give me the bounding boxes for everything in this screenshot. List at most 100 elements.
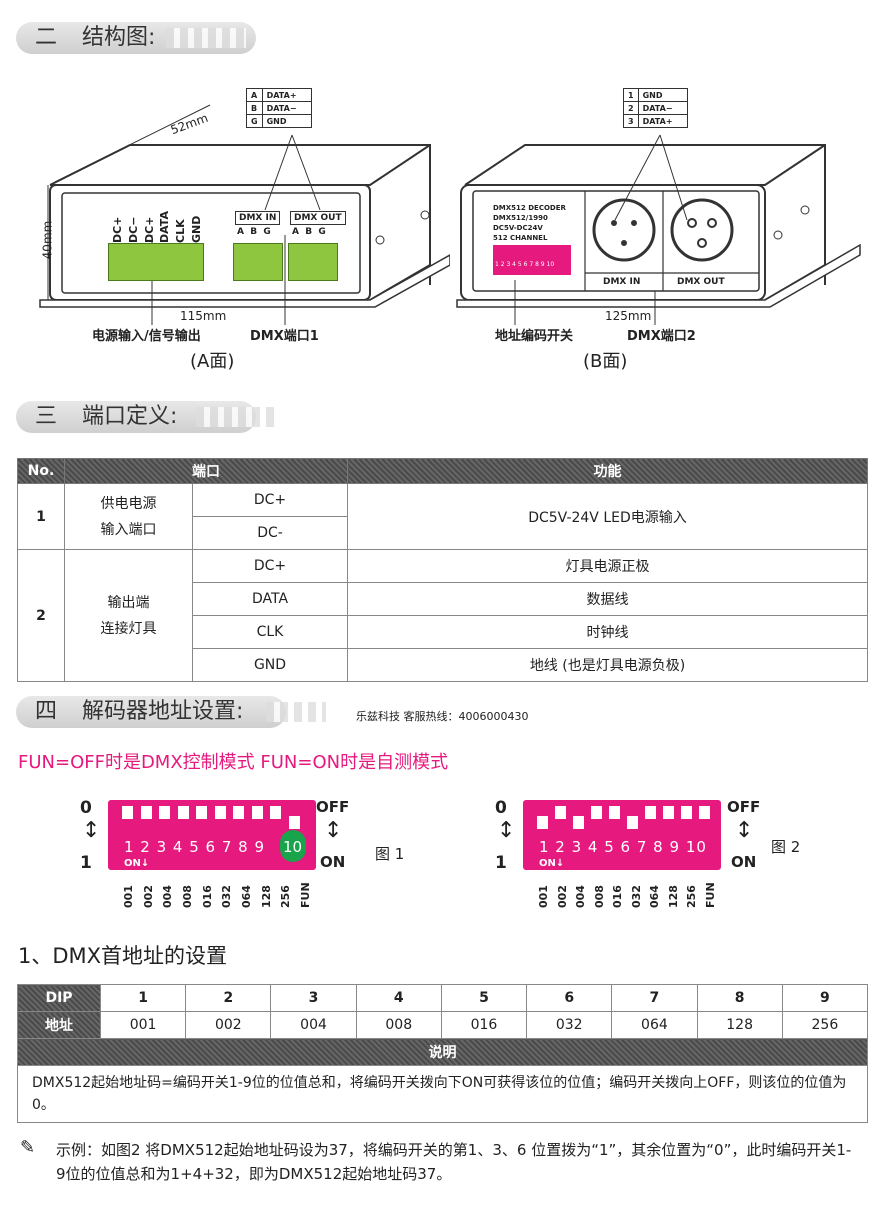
bit-value-label: 001	[122, 885, 135, 908]
row-no: 1	[17, 483, 65, 550]
section-title: 结构图:	[82, 25, 156, 50]
section-number: 四	[34, 699, 57, 724]
pin-g: G	[318, 227, 326, 237]
label-on: ON	[320, 853, 346, 871]
dmx-in-label: DMX IN	[235, 211, 281, 225]
updown-arrow-icon: ↕	[82, 818, 101, 843]
diagram-a: DC+ DC− DC+ DATA CLK GND DMX IN DMX OUT …	[30, 85, 450, 385]
dip-switch-toggle	[233, 806, 244, 819]
note-text: DMX512起始地址码=编码开关1-9位的位值总和，将编码开关拨向下ON可获得该…	[17, 1065, 868, 1123]
label-off: OFF	[316, 798, 350, 816]
group-line: 输入端口	[100, 521, 157, 538]
dip-switch-toggle	[214, 806, 226, 819]
label-on: ON	[731, 853, 757, 871]
dip-switch-toggle	[609, 806, 620, 819]
mini-dip-switch: 1 2 3 4 5 6 7 8 9 10	[493, 245, 571, 275]
bit-value-label: 016	[611, 885, 625, 908]
dmx-address-title: 1、DMX首地址的设置	[18, 944, 228, 968]
dip-switch-toggle	[537, 816, 548, 829]
dip-header: DIP	[17, 984, 101, 1012]
xlr-out-label: DMX OUT	[677, 277, 725, 287]
port-cell: GND	[192, 648, 348, 682]
device-info: DMX512 DECODER DMX512/1990 DC5V-DC24V 51…	[493, 203, 566, 243]
label-data: DATA	[158, 211, 172, 243]
label-off: OFF	[727, 798, 761, 816]
dip-switch-toggle	[140, 806, 152, 819]
face-a: (A面)	[190, 351, 235, 372]
pin-value: GND	[261, 114, 312, 128]
address-cell: 002	[185, 1011, 272, 1039]
decorative-dots	[196, 407, 276, 427]
dip-switch-1: 1 2 3 4 5 6 7 8 9 10 ON↓	[108, 800, 316, 870]
dip-cell: 8	[696, 984, 783, 1012]
pin-value: DATA−	[261, 101, 312, 115]
address-cell: 064	[611, 1011, 698, 1039]
address-cell: 032	[526, 1011, 613, 1039]
dip-switch-toggle	[555, 806, 566, 819]
label-dc-plus: DC+	[111, 216, 125, 243]
dip-cell: 6	[526, 984, 613, 1012]
info-line: DMX512 DECODER	[493, 204, 566, 212]
hotline-text: 乐兹科技 客服热线：4006000430	[356, 710, 529, 723]
dip-digit-10: 10	[283, 838, 303, 856]
pin-g: G	[263, 227, 271, 237]
pin-value: DATA+	[637, 114, 688, 128]
label-address-switch: 地址编码开关	[495, 329, 574, 344]
group-line: 连接灯具	[100, 620, 157, 637]
dip-switch-toggle	[699, 806, 710, 819]
label-power-io: 电源输入/信号输出	[92, 329, 201, 344]
label-one: 1	[495, 853, 507, 873]
address-cell: 128	[696, 1011, 783, 1039]
pin-value: DATA+	[261, 88, 312, 102]
power-terminal-block	[108, 243, 204, 281]
figure-1-caption: 图 1	[375, 845, 405, 863]
bit-value-label: 032	[220, 885, 234, 908]
pin-key: 2	[623, 101, 639, 115]
updown-arrow-icon: ↕	[324, 818, 343, 843]
figure-2-caption: 图 2	[771, 838, 801, 856]
dip-switch-toggle	[591, 806, 602, 819]
port-cell: DC-	[192, 516, 348, 550]
pin-value: DATA−	[637, 101, 688, 115]
on-indicator: ON↓	[124, 858, 150, 869]
pin-a: A	[237, 227, 244, 237]
bit-value-label: 032	[629, 885, 643, 908]
dip-cell: 5	[440, 984, 528, 1012]
updown-arrow-icon: ↕	[497, 818, 516, 843]
dip-digits-row: 1 2 3 4 5 6 7 8 9 10	[539, 838, 707, 856]
dip-switch-toggle	[573, 816, 584, 829]
dip-digit-10: 10	[685, 838, 707, 856]
pin-key: B	[246, 101, 263, 115]
dip-digits: 1 2 3 4 5 6 7 8 9	[539, 838, 681, 856]
bit-value-label: 008	[592, 885, 606, 908]
group-line: 供电电源	[100, 495, 157, 512]
updown-arrow-icon: ↕	[735, 818, 754, 843]
label-clk: CLK	[173, 219, 187, 243]
label-zero: 0	[495, 798, 507, 818]
dip-switch-toggle	[251, 806, 263, 819]
bit-value-label: 001	[537, 885, 550, 908]
mini-dip-digits: 1 2 3 4 5 6 7 8 9 10	[495, 261, 555, 268]
dip-figure-1: 0 1 ↕ 1 2 3 4 5 6 7 8 9 10 ON↓ OFF ↕ ON …	[80, 798, 420, 908]
port-definition-table: No. 端口 功能 1 供电电源输入端口 DC+ DC5V-24V LED电源输…	[17, 458, 868, 682]
bit-value-label: 002	[141, 885, 155, 908]
pin-key: 1	[623, 88, 639, 102]
section-header-ports: 三 端口定义:	[16, 397, 316, 437]
col-func: 功能	[347, 458, 868, 484]
dip-switch-toggle	[681, 806, 692, 819]
dip-cell: 4	[355, 984, 442, 1012]
dip-cell: 2	[185, 984, 272, 1012]
row-group: 供电电源输入端口	[64, 483, 193, 550]
dim-125mm: 125mm	[605, 309, 652, 323]
group-line: 输出端	[107, 594, 150, 611]
section-header-address: 四 解码器地址设置: 乐兹科技 客服热线：4006000430	[16, 692, 576, 732]
info-line: 512 CHANNEL	[493, 234, 548, 242]
address-cell: 004	[270, 1011, 357, 1039]
face-b: (B面)	[583, 351, 628, 372]
